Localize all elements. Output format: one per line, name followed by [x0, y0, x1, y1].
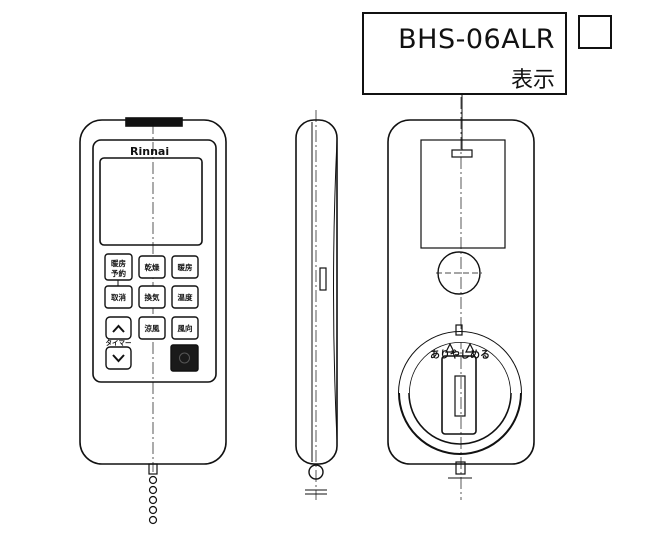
side-switch	[319, 267, 327, 291]
btn-label-cancel: 取消	[111, 292, 126, 302]
timer-up-button[interactable]	[105, 316, 132, 340]
model-number: BHS-06ALR	[398, 24, 555, 55]
dial-ring-fill	[399, 332, 521, 393]
back-window-mark	[451, 149, 473, 158]
front-view	[79, 117, 227, 525]
display-caption: 表示	[510, 68, 555, 93]
back-window	[420, 139, 506, 249]
power-button[interactable]	[170, 344, 199, 372]
back-chain-clip	[455, 461, 466, 475]
chevron-up-icon	[112, 324, 125, 333]
btn-label-wind: 風向	[178, 323, 193, 333]
cool-button[interactable]	[138, 316, 166, 340]
btn-label-cool: 涼風	[145, 323, 160, 333]
btn-label-bath-1: 暖房	[111, 258, 126, 268]
dial-slot	[454, 375, 466, 417]
lock-indicator-triangle-right	[465, 342, 475, 353]
wind-button[interactable]	[171, 316, 199, 340]
btn-label-dry: 乾燥	[145, 262, 160, 272]
btn-label-vent: 換気	[145, 292, 160, 302]
dial-knob[interactable]	[441, 355, 477, 435]
model-label-box: BHS-06ALR 表示	[362, 12, 567, 95]
btn-label-bath-2: 予約	[111, 268, 126, 278]
lcd-screen	[99, 157, 203, 246]
dry-button[interactable]	[138, 255, 166, 279]
side-lanyard-ring	[308, 464, 324, 480]
btn-label-timer: タイマー	[106, 338, 132, 347]
btn-label-heat: 暖房	[178, 262, 193, 272]
timer-down-button[interactable]	[105, 346, 132, 370]
chevron-down-icon	[112, 354, 125, 363]
back-view	[387, 97, 535, 500]
chain	[148, 463, 158, 525]
power-icon	[179, 352, 190, 364]
dial-markings: ありやしめる	[430, 348, 490, 361]
dial-tab	[455, 324, 463, 336]
ir-window	[125, 117, 183, 127]
side-view	[295, 110, 338, 500]
front-inner-panel	[92, 139, 217, 383]
vent-button[interactable]	[138, 285, 166, 309]
btn-label-temp: 温度	[178, 292, 193, 302]
side-curve	[333, 139, 338, 441]
side-body-outline	[295, 119, 338, 465]
temp-button[interactable]	[171, 285, 199, 309]
front-buttons	[104, 253, 199, 372]
brand-logo: Rinnai	[130, 145, 169, 158]
checkbox[interactable]	[578, 15, 612, 49]
lock-indicator-triangle-left	[445, 342, 455, 353]
heat-button[interactable]	[171, 255, 199, 279]
